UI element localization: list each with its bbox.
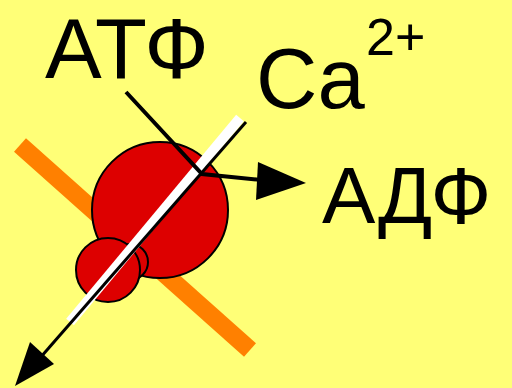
calcium-label: Ca [256,36,365,121]
adp-label: АДФ [322,156,491,236]
reaction-line [126,92,262,180]
atp-label: АТФ [45,6,209,91]
filament-white [70,118,240,322]
reaction-arrowhead [256,162,306,200]
filament-black [40,122,246,358]
charge-superscript: 2+ [366,11,425,63]
filament-arrowhead [15,342,54,386]
